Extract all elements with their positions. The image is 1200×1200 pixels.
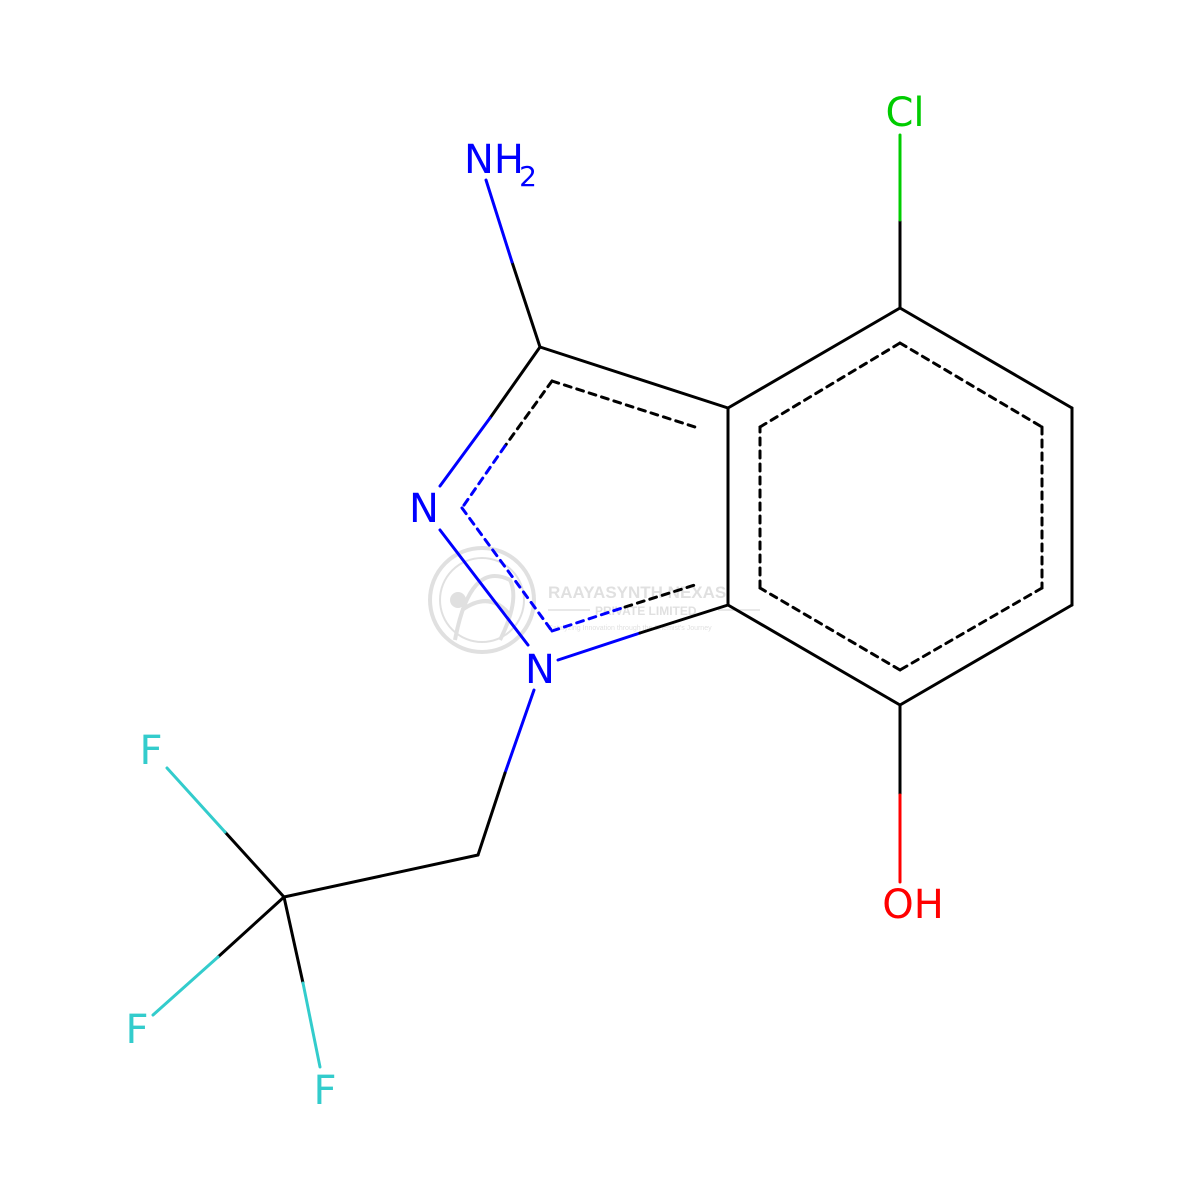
atom-label-amine: NH (464, 137, 524, 183)
atom-label-fluorine-2: F (125, 1007, 148, 1053)
atom-label-ring-nitrogen-1: N (525, 647, 555, 693)
bond-c-f1-carbon (223, 830, 286, 899)
bond-c6-c7 (898, 603, 1074, 707)
atom-label-amine-subscript: 2 (519, 160, 537, 193)
bond-n1-c7a-nitrogen (556, 631, 642, 662)
watermark-tagline: Catalyzing Innovation through the Chemis… (548, 625, 712, 632)
bond-c-f3-fluorine (301, 981, 322, 1069)
atom-labels: Cl NH 2 N N OH F F F (125, 90, 943, 1114)
bond-c3a-c4 (726, 306, 902, 410)
watermark-subtitle: PRIVATE LIMITED (595, 604, 697, 618)
bond-c3-n2-carbon (488, 345, 542, 420)
bonds (151, 133, 1074, 1069)
pyrazole-aromatic-dashes (460, 379, 700, 633)
molecule-logo-icon (428, 546, 536, 654)
bond-c4-c5 (898, 306, 1074, 410)
bond-c-f2-carbon (216, 895, 286, 959)
atom-label-fluorine-1: F (139, 728, 162, 774)
bond-n2-n1 (438, 528, 530, 647)
bond-c-f2-fluorine (151, 955, 220, 1017)
bond-c3-c3a (538, 345, 730, 410)
atom-label-ring-nitrogen-2: N (409, 486, 439, 532)
atom-label-fluorine-3: F (313, 1068, 336, 1114)
bond-n1-ch2-carbon (476, 771, 507, 857)
bond-n1-c7a-carbon (638, 603, 730, 635)
bond-ch2-cf3 (282, 853, 480, 899)
watermark: RAAYASYNTH NEXAS PRIVATE LIMITED Catalyz… (428, 546, 760, 654)
bond-c3-n2-nitrogen (438, 416, 492, 488)
bond-c3-nh2-nitrogen (484, 178, 514, 264)
atom-label-chlorine: Cl (885, 90, 924, 136)
bond-c-f1-fluorine (165, 766, 227, 834)
watermark-title: RAAYASYNTH NEXAS (548, 583, 726, 602)
atom-label-hydroxyl: OH (882, 882, 944, 928)
bond-n1-ch2-nitrogen (503, 688, 536, 775)
bond-c-f3-carbon (282, 895, 305, 985)
bond-c3-nh2-carbon (510, 260, 542, 349)
benzene-aromatic-dashes (758, 341, 1044, 672)
bond-c7-c7a (726, 603, 902, 707)
